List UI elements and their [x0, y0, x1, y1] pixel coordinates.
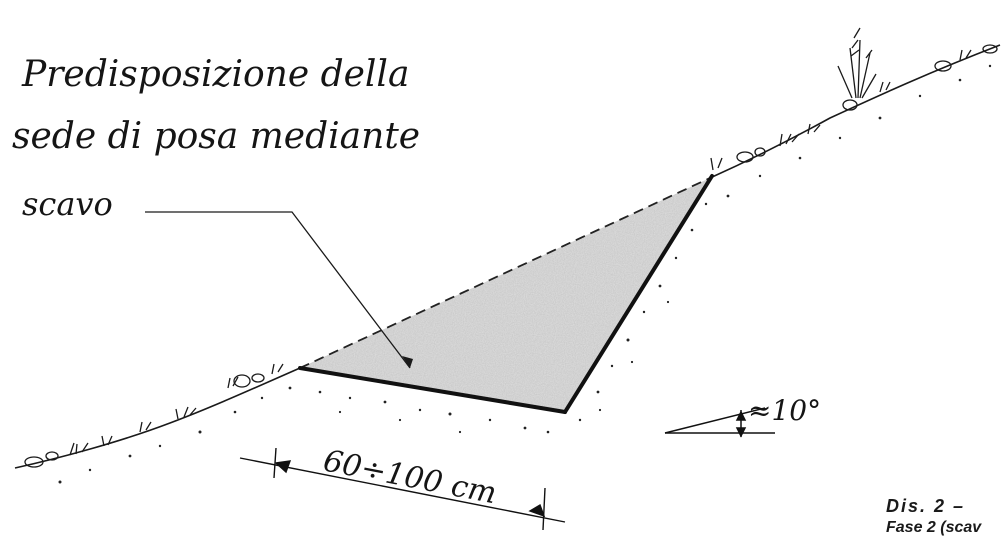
- figure-caption-line-1: Dis. 2 –: [886, 496, 966, 516]
- title-line-3: scavo: [22, 185, 113, 223]
- original-ground-line: [299, 177, 711, 369]
- ground-surface-left: [14, 367, 301, 469]
- angle-label: ≈10°: [748, 394, 821, 427]
- label-leader-arrow: [145, 211, 413, 369]
- title-line-1: Predisposizione della: [21, 54, 409, 95]
- soil-dots: [58, 64, 992, 484]
- grass-and-stones: [24, 27, 998, 468]
- figure-caption-line-2: Fase 2 (scav: [886, 519, 982, 536]
- angle-indicator: [664, 407, 775, 438]
- ground-surface-right: [709, 44, 1001, 179]
- dimension-label: 60÷100 cm: [320, 443, 499, 511]
- excavation-back-wall-line: [563, 174, 714, 414]
- excavation-base-line: [298, 366, 567, 414]
- title-line-2: sede di posa mediante: [12, 116, 420, 157]
- width-dimension: [239, 447, 566, 531]
